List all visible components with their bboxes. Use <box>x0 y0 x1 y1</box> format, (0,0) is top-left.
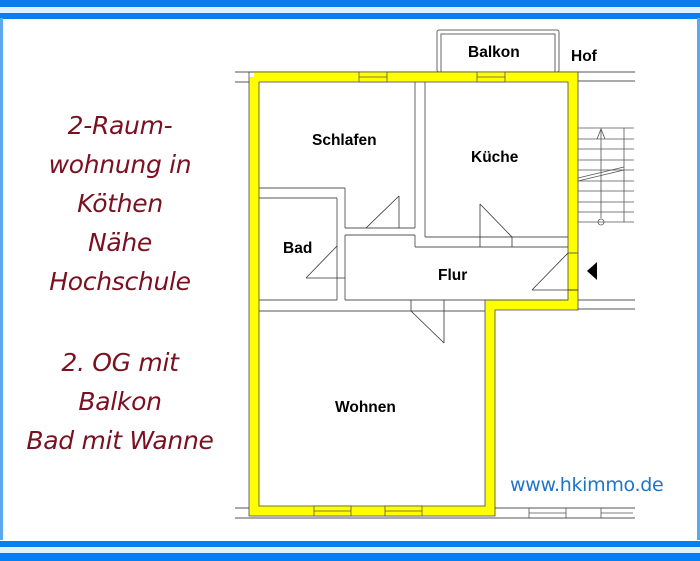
promo-line: wohnung in <box>48 150 192 179</box>
top-border-band-inner <box>0 13 700 19</box>
promo-line: 2-Raum- <box>67 111 173 140</box>
promo-line: Balkon <box>78 387 162 416</box>
frame-right-edge <box>697 18 700 540</box>
windows <box>313 71 506 517</box>
interior-walls <box>259 82 578 312</box>
apartment-walls <box>249 72 578 516</box>
top-border-stripe <box>0 7 700 13</box>
bottom-border-band-inner <box>0 541 700 547</box>
room-label-wohnen: Wohnen <box>335 399 396 416</box>
bottom-border-band <box>0 553 700 561</box>
promo-line: Bad mit Wanne <box>26 426 214 455</box>
promo-features: 2. OG mit Balkon Bad mit Wanne <box>0 343 240 460</box>
room-label-flur: Flur <box>438 267 467 284</box>
website-link[interactable]: www.hkimmo.de <box>510 474 664 496</box>
staircase-icon <box>577 127 634 226</box>
room-label-hof: Hof <box>571 48 598 65</box>
room-label-bad: Bad <box>283 240 312 257</box>
bottom-border-stripe <box>0 547 700 553</box>
promo-line: Hochschule <box>49 267 191 296</box>
door-swings <box>305 195 578 344</box>
promo-line: Nähe <box>87 228 153 257</box>
promo-line: Köthen <box>77 189 163 218</box>
entrance-arrow-icon <box>587 262 597 280</box>
promo-line: 2. OG mit <box>61 348 179 377</box>
neighbour-windows <box>528 508 633 518</box>
promo-headline: 2-Raum- wohnung in Köthen Nähe Hochschul… <box>0 106 240 301</box>
top-border-band <box>0 0 700 7</box>
room-label-kueche: Küche <box>471 149 519 166</box>
room-label-balkon: Balkon <box>468 44 520 61</box>
wall-edges <box>248 71 579 517</box>
frame-left-edge <box>0 18 3 540</box>
room-label-schlafen: Schlafen <box>312 132 377 149</box>
